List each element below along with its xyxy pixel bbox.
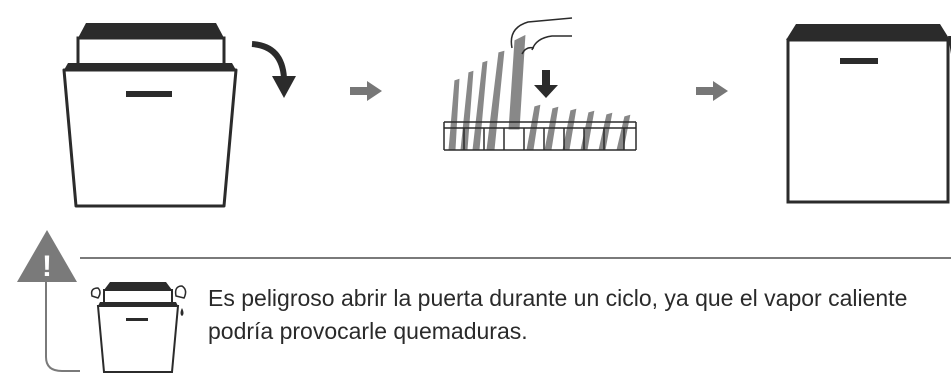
warning-line-2: podría provocarle quemaduras. <box>208 318 528 344</box>
dishwasher-open-icon <box>62 23 296 208</box>
warning-frame <box>45 257 951 372</box>
warning-message: Es peligroso abrir la puerta durante un … <box>208 282 948 348</box>
warning-triangle-icon: ! <box>17 230 77 283</box>
warning-line-1: Es peligroso abrir la puerta durante un … <box>208 285 908 311</box>
right-arrow-icon <box>696 81 728 101</box>
right-arrow-icon <box>350 81 382 101</box>
load-dishes-icon <box>443 17 637 151</box>
dishwasher-closed-icon <box>786 24 951 204</box>
warning-symbol: ! <box>42 250 52 283</box>
steam-dishwasher-icon <box>90 282 187 373</box>
